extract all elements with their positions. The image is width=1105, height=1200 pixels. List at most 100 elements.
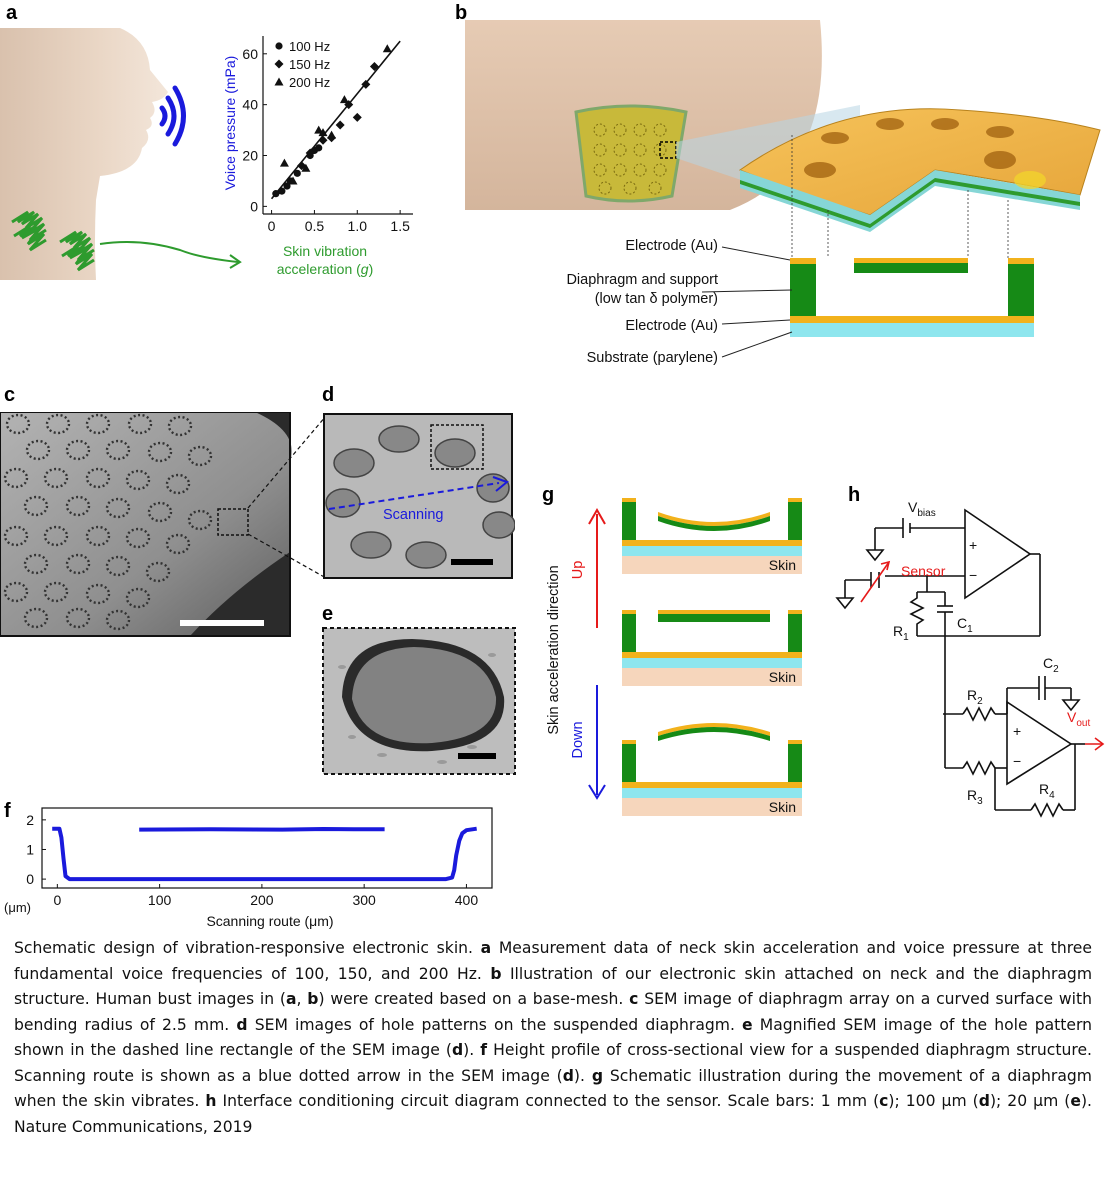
sensor-label: Sensor [901,563,946,579]
label-electrode-top: Electrode (Au) [625,238,718,254]
c1-label: C1 [957,615,973,635]
panel-f-series-diaphragm [139,827,385,832]
panel-e-sem-image [322,627,516,775]
panel-f-ytick-label: 2 [26,812,34,828]
panel-a-ytick-label: 20 [242,148,258,164]
r2-label: R2 [967,687,983,707]
curved-surface [0,412,292,636]
panel-f-ytick-label: 1 [26,841,34,857]
sem-hole-ring [125,527,151,549]
right-support-au [1008,258,1034,264]
panel-a-legend-marker [275,42,283,50]
panel-a-point [314,125,324,134]
panel-f-xtick-label: 300 [352,892,376,908]
hole-interior [352,647,497,744]
face-profile [0,28,168,280]
sem-hole-ring [85,467,111,489]
sem-hole-ring [85,583,111,605]
panel-f-xtick-label: 200 [250,892,274,908]
v-bias-label: Vbias [908,499,936,519]
zoom-lines-c-to-d [247,415,327,579]
sem-hole-ring [43,581,69,603]
green-arrow [99,241,239,263]
panel-a-xtick-label: 0 [268,218,276,234]
panel-letter-c: c [4,384,16,406]
sem-hole-ring [125,587,151,609]
opamp2-minus: − [1013,753,1021,769]
sem-hole-ring [45,413,71,435]
panel-a-point [318,135,328,145]
panel-a-point [288,176,298,185]
label-diaphragm: Diaphragm and support [566,272,718,288]
g-axis-label: Skin acceleration direction [546,565,562,734]
label-electrode-bottom: Electrode (Au) [625,318,718,334]
hole-array [3,413,213,631]
g-state-down: Skin [622,723,802,816]
sem-hole-ring [147,501,173,523]
panel-a-point [278,187,286,195]
sem-hole-ring [3,581,29,603]
right-support [1008,264,1034,316]
panel-a-point [272,190,280,198]
skin-label-3: Skin [769,799,796,815]
g-state-up: Skin [622,498,802,574]
panel-a-legend-marker [274,59,284,69]
left-support-au [790,258,816,264]
opamp2-plus: + [1013,723,1021,739]
sem-hole-ring [147,441,173,463]
label-substrate: Substrate (parylene) [587,350,718,366]
sem-hole-ring [85,525,111,547]
panel-a-point [352,112,362,122]
panel-a-ytick-label: 40 [242,97,258,113]
zoom-box-c [217,508,249,536]
v-out-label: Vout [1067,709,1090,729]
sem-hole-ring [65,495,91,517]
g-state-rest: Skin [622,610,802,686]
sem-hole-ring [3,467,29,489]
r3-label: R3 [967,787,983,807]
panel-letter-e: e [322,603,334,625]
zoom-box-small [659,141,677,159]
panel-letter-b: b [455,2,468,24]
sem-hole-ring [23,553,49,575]
cross-section [790,258,1034,337]
panel-letter-g: g [542,484,555,506]
panel-a-ylabel: Voice pressure (mPa) [222,56,238,191]
panel-a-point [279,158,289,167]
d-holes [325,425,515,569]
panel-a-legend-marker [274,77,284,86]
sem-hole-ring [65,439,91,461]
panel-a-point [382,44,392,53]
diaphragm-au [854,258,968,263]
panel-a-xlabel-line2: acceleration (g) [277,261,374,277]
panel-f-series-profile [52,826,477,882]
opamp-2 [1006,700,1073,786]
panel-a-xlabel-line1: Skin vibration [283,243,367,259]
panel-a-xtick-label: 0.5 [305,218,325,234]
zoomed-membrane-base [740,170,1080,232]
opamp1-minus: − [969,567,977,583]
sem-hole-ring [145,561,171,583]
panel-letter-a: a [6,2,18,24]
panel-a-fit-line [270,40,401,200]
sem-hole-ring [125,469,151,491]
panel-a-legend-label: 200 Hz [289,75,330,90]
up-label: Up [570,561,586,580]
panel-a-ytick-label: 0 [250,198,258,214]
sem-hole-ring [127,413,153,435]
panel-f-xlabel: Scanning route (μm) [206,913,333,929]
sem-hole-ring [105,609,131,631]
label-polymer: (low tan δ polymer) [595,291,718,307]
figure-caption: Schematic design of vibration-responsive… [14,939,1093,1136]
panel-a-point [293,169,301,177]
panel-letter-h: h [848,484,861,506]
c2-label: C2 [1043,655,1059,675]
panel-b-illustration: Electrode (Au) Diaphragm and support (lo… [465,20,1101,366]
panel-f-yunit: (μm) [4,900,31,915]
sem-hole-ring [23,607,49,629]
projection-lines [791,135,1009,258]
panel-c-sem-image [0,412,292,637]
patch-hole-pattern [593,123,667,195]
panel-a-legend-label: 100 Hz [289,39,330,54]
panel-a-face-illustration [0,28,242,280]
